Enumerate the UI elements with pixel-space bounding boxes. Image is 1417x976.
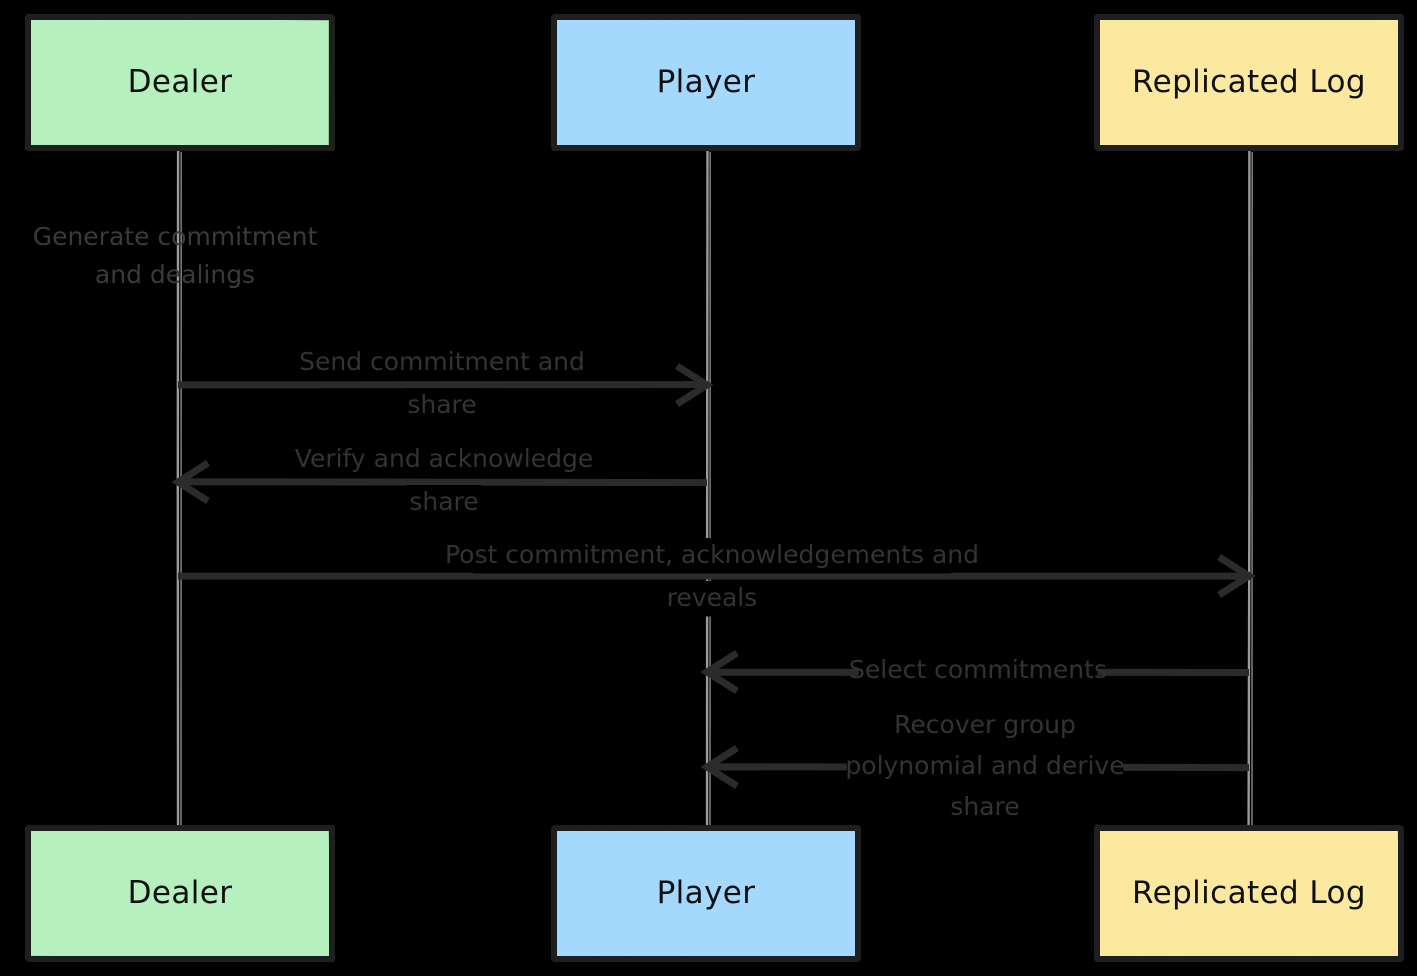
note-label-line: and dealings xyxy=(95,260,255,289)
lifeline-replicated_log xyxy=(1247,147,1253,829)
message-line xyxy=(181,478,708,487)
msg-send-commitment[interactable]: Send commitment and share xyxy=(177,345,714,424)
participant-boxes-bottom: Dealer Player Replicated Log xyxy=(25,824,1404,963)
message-label: Verify and acknowledge xyxy=(295,444,593,473)
message-arrowhead xyxy=(700,745,739,789)
participant-label-player: Player xyxy=(657,875,756,911)
message-label: share xyxy=(950,792,1019,821)
participant-box-player-top[interactable]: Player xyxy=(551,13,861,151)
message-label: polynomial and derive xyxy=(845,751,1124,780)
message-label: reveals xyxy=(667,583,758,612)
participant-box-edge xyxy=(328,826,335,963)
lifeline-dealer xyxy=(176,147,182,829)
msg-recover-group[interactable]: Recover group polynomial and derive share xyxy=(700,708,1250,826)
message-label: Recover group xyxy=(894,710,1076,739)
msg-post-commitment[interactable]: Post commitment, acknowledgements and rev… xyxy=(177,538,1256,617)
participant-box-edge xyxy=(551,825,860,831)
message-arrowhead xyxy=(1217,554,1256,598)
message-arrowhead xyxy=(675,363,714,407)
message-label-backdrop xyxy=(406,485,482,521)
message-label: Select commitments xyxy=(849,655,1107,684)
message-label-backdrop xyxy=(858,653,1098,689)
participant-label-player: Player xyxy=(657,64,756,100)
message-label-backdrop xyxy=(661,581,763,617)
participant-label-replicated_log: Replicated Log xyxy=(1132,875,1366,911)
note-generate: Generate commitment and dealings xyxy=(33,222,318,289)
note-label-line: Generate commitment xyxy=(33,222,318,251)
message-label: share xyxy=(407,390,476,419)
message-label-backdrop xyxy=(947,790,1023,826)
participant-box-edge xyxy=(24,13,31,151)
participant-label-replicated_log: Replicated Log xyxy=(1132,64,1366,100)
message-arrowhead xyxy=(700,650,739,694)
participant-box-edge xyxy=(1094,956,1403,962)
participant-box-dealer-bottom[interactable]: Dealer xyxy=(25,824,336,963)
message-label-backdrop xyxy=(404,388,480,424)
lifelines-layer xyxy=(176,147,1253,829)
message-label-backdrop xyxy=(897,708,1073,744)
msg-verify-acknowledge[interactable]: Verify and acknowledge share xyxy=(171,442,708,521)
notes-layer: Generate commitment and dealings xyxy=(33,222,318,289)
participant-box-edge xyxy=(26,955,336,962)
participant-box-edge xyxy=(27,14,334,21)
participant-box-edge xyxy=(25,825,31,961)
message-label-backdrop xyxy=(472,538,952,574)
participant-box-edge xyxy=(1398,13,1404,151)
participant-label-dealer: Dealer xyxy=(128,64,233,100)
participant-label-dealer: Dealer xyxy=(128,875,233,911)
participant-box-edge xyxy=(1397,826,1404,962)
participant-box-replicated_log-bottom[interactable]: Replicated Log xyxy=(1094,824,1404,963)
msg-select-commitments[interactable]: Select commitments xyxy=(700,650,1250,694)
message-label-backdrop xyxy=(299,442,589,478)
participant-box-dealer-top[interactable]: Dealer xyxy=(24,13,335,152)
participant-box-edge xyxy=(550,955,859,962)
message-label: share xyxy=(409,487,478,516)
message-arrowhead xyxy=(171,460,210,504)
message-label-backdrop xyxy=(846,749,1124,785)
participant-box-player-bottom[interactable]: Player xyxy=(550,825,861,962)
message-label-backdrop xyxy=(316,345,568,381)
participant-box-edge xyxy=(1095,145,1402,151)
message-label: Post commitment, acknowledgements and xyxy=(445,540,979,569)
participant-box-edge xyxy=(552,145,860,151)
participant-boxes-top: Dealer Player Replicated Log xyxy=(24,13,1404,152)
lifeline-player xyxy=(705,147,711,829)
message-label: Send commitment and xyxy=(299,347,585,376)
participant-box-replicated_log-top[interactable]: Replicated Log xyxy=(1094,13,1404,151)
